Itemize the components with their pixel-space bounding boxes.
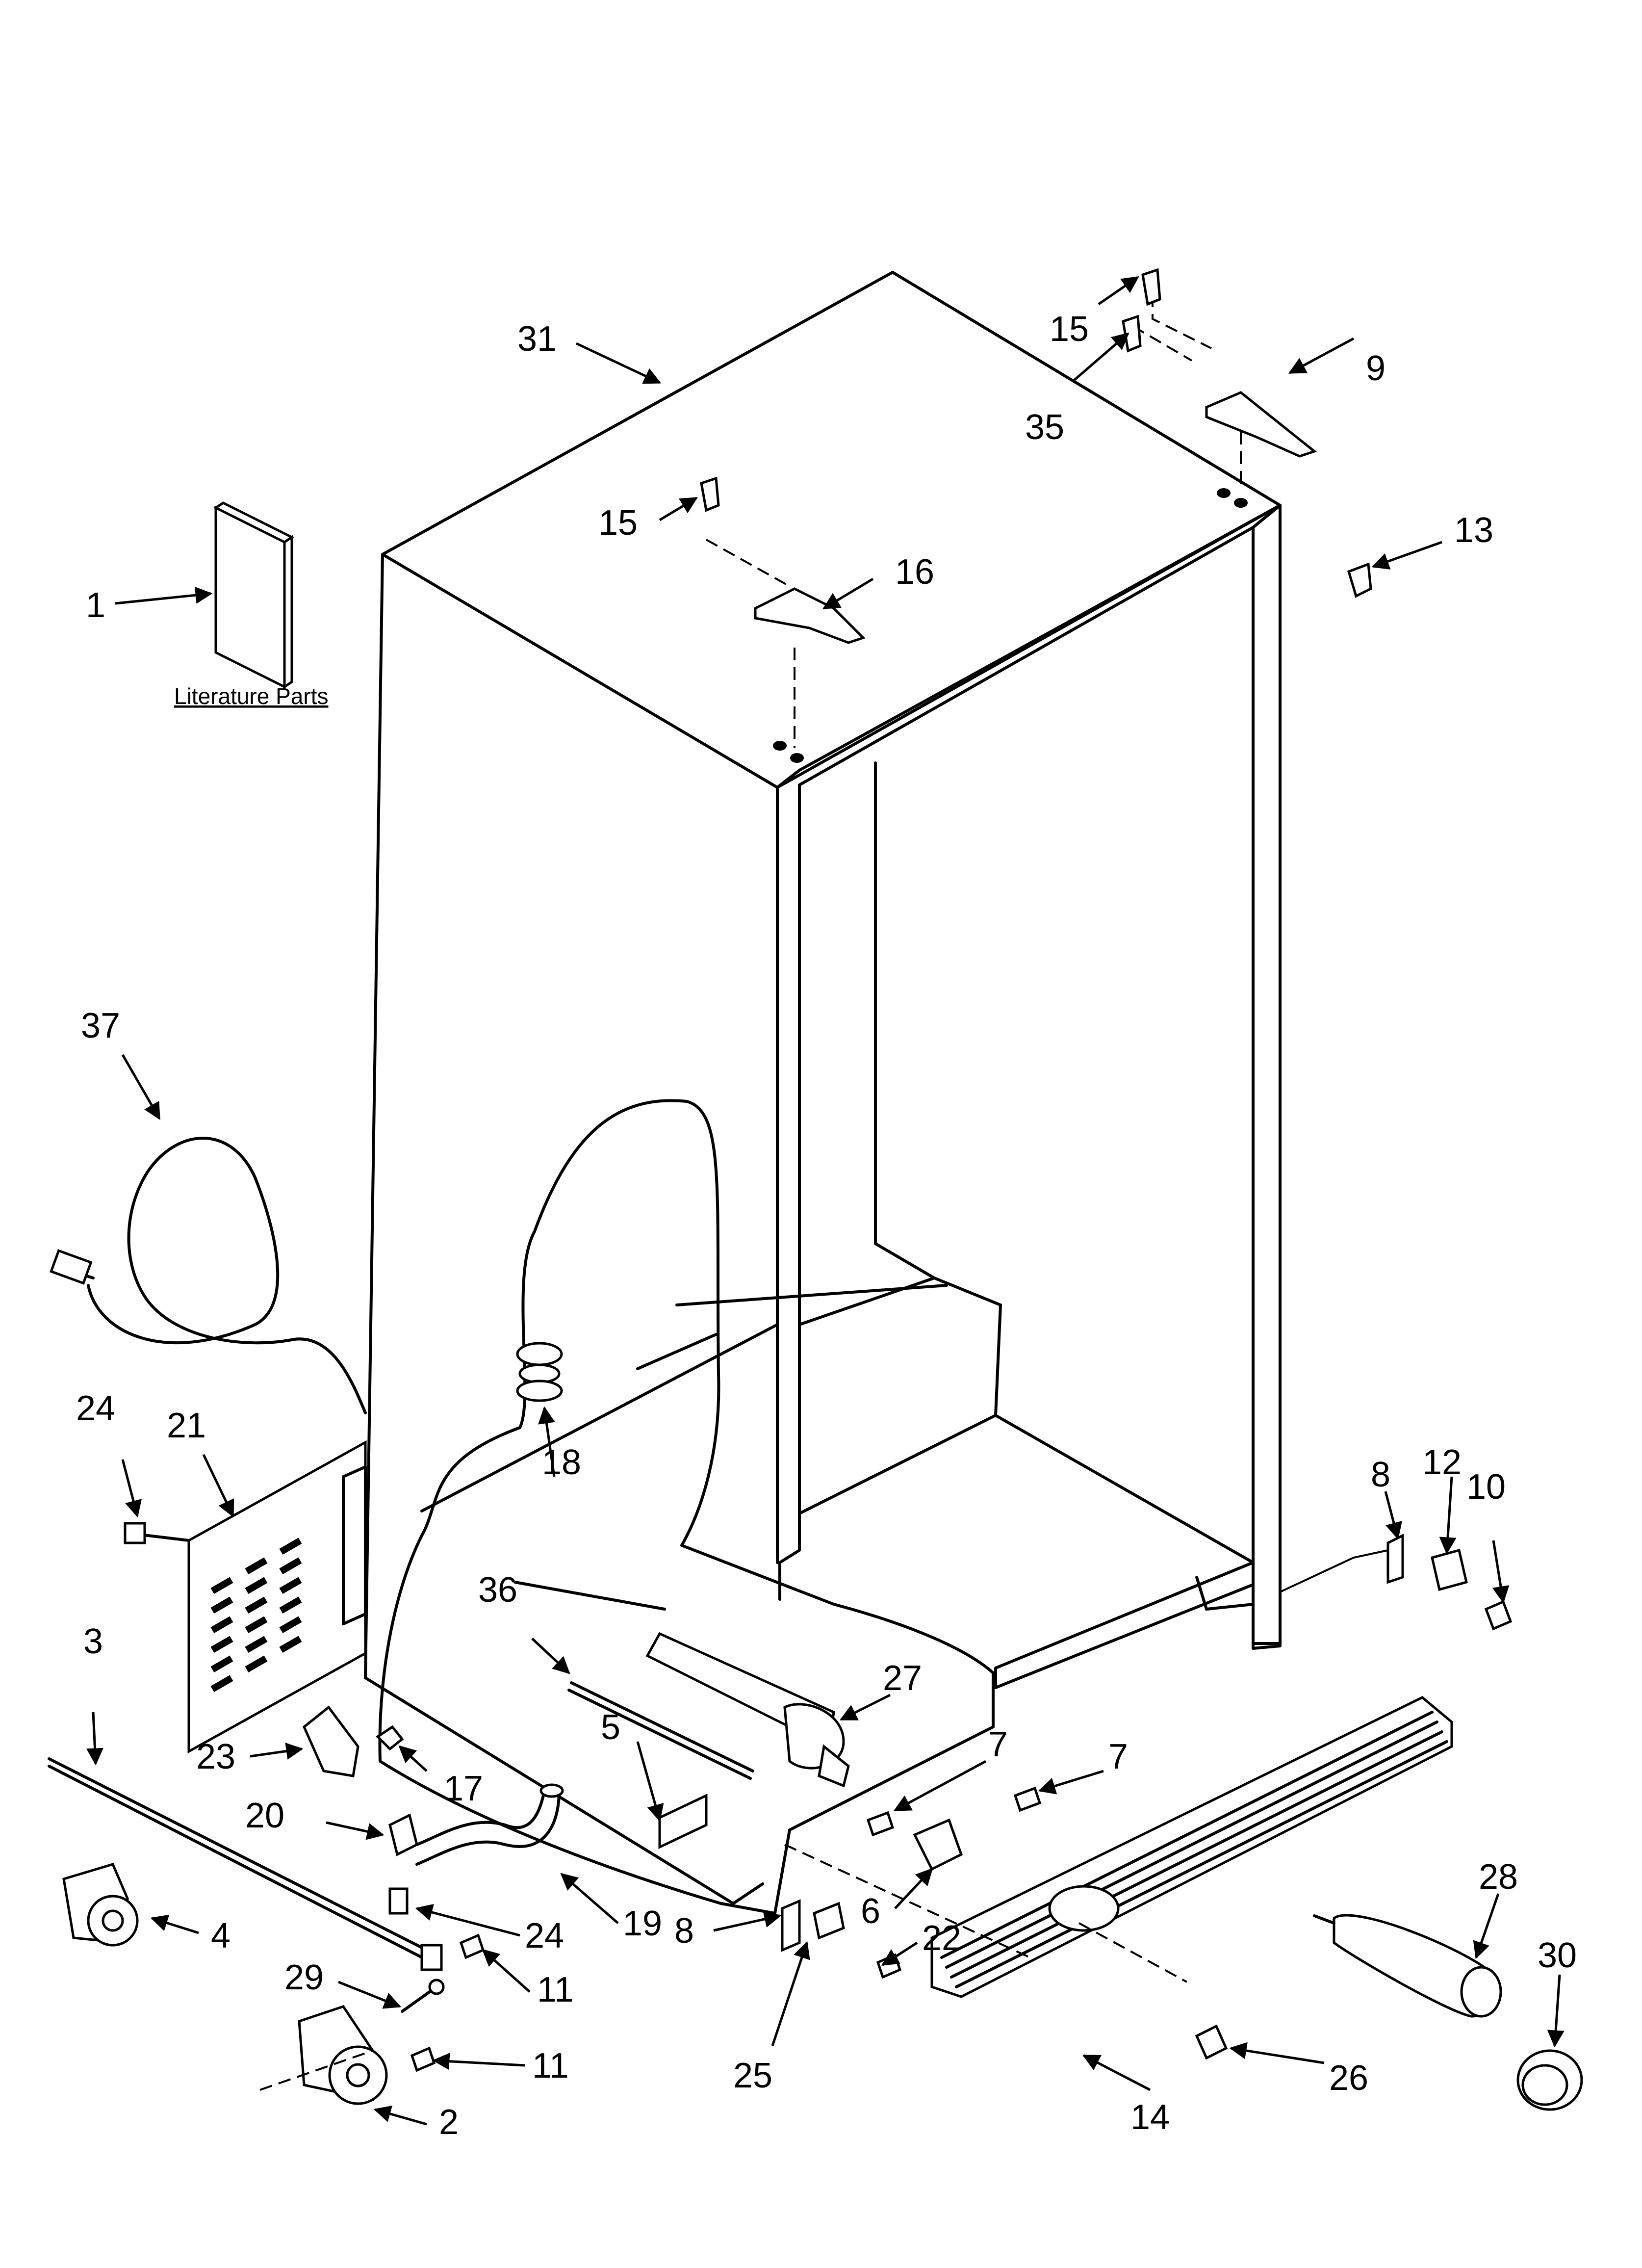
label-part-26: 26 [1329, 2059, 1368, 2098]
label-part-16: 16 [895, 552, 934, 592]
label-part-8-bottom: 8 [674, 1911, 694, 1951]
label-part-19: 19 [623, 1904, 662, 1943]
top-hinges [700, 268, 1372, 748]
label-part-17: 17 [444, 1769, 483, 1808]
label-part-5: 5 [601, 1708, 620, 1747]
label-part-37: 37 [81, 1006, 120, 1045]
power-cord [50, 1137, 367, 1414]
label-part-6: 6 [861, 1892, 880, 1931]
label-part-24-top: 24 [76, 1389, 115, 1428]
label-part-25: 25 [733, 2056, 772, 2095]
label-part-27: 27 [883, 1659, 922, 1698]
label-part-31: 31 [517, 319, 557, 359]
label-part-14: 14 [1130, 2098, 1170, 2137]
label-part-3: 3 [83, 1622, 103, 1661]
label-part-23: 23 [196, 1737, 235, 1776]
label-part-30: 30 [1538, 1936, 1577, 1975]
label-part-2: 2 [439, 2103, 459, 2142]
interior-parts [513, 1342, 850, 1849]
label-part-8-right: 8 [1371, 1455, 1390, 1494]
label-part-7-left: 7 [988, 1725, 1008, 1764]
label-part-22: 22 [922, 1919, 961, 1958]
label-part-24-bottom: 24 [525, 1916, 564, 1955]
leader-arrows [86, 276, 1565, 2126]
label-part-15-left: 15 [598, 503, 638, 543]
label-part-35: 35 [1025, 408, 1064, 447]
label-part-11-bottom: 11 [532, 2046, 569, 2086]
label-part-18: 18 [542, 1443, 581, 1482]
label-part-36: 36 [478, 1570, 517, 1610]
label-part-12: 12 [1422, 1443, 1462, 1482]
label-part-9: 9 [1366, 349, 1385, 388]
label-part-1: 1 [86, 586, 105, 625]
front-small-parts [781, 1786, 1583, 2111]
label-part-28: 28 [1479, 1857, 1518, 1897]
label-part-11-top: 11 [537, 1970, 574, 2009]
label-part-10: 10 [1466, 1467, 1506, 1507]
label-part-4: 4 [211, 1916, 231, 1955]
right-hinge-parts [1280, 1533, 1513, 1631]
label-part-13: 13 [1454, 511, 1493, 550]
literature-parts-label: Literature Parts [174, 683, 328, 709]
rail-and-rollers [48, 1757, 445, 2105]
label-part-20: 20 [245, 1796, 284, 1835]
rear-access-panel [124, 1440, 367, 1754]
small-brackets [302, 1705, 564, 2072]
base-grille [784, 1696, 1453, 1998]
label-part-21: 21 [167, 1406, 206, 1445]
part-labels: 1 31 15 16 15 35 9 13 37 24 21 3 4 23 17… [76, 310, 1577, 2142]
label-part-15-right: 15 [1050, 310, 1089, 349]
label-part-29: 29 [284, 1958, 324, 1997]
label-part-7-right: 7 [1108, 1737, 1128, 1776]
refrigerator-cabinet [364, 271, 1282, 1915]
literature-booklet: Literature Parts [174, 501, 328, 709]
